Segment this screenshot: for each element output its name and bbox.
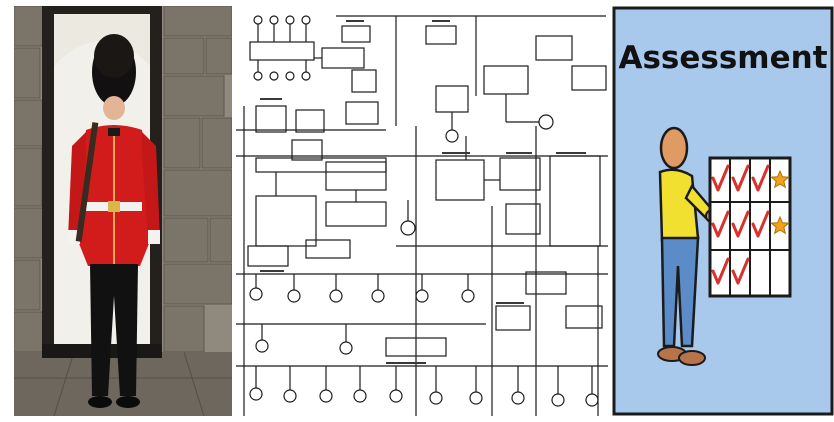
check-mark-icon: [751, 164, 770, 192]
assessment-clipart-panel: Assessment: [612, 6, 834, 416]
wiring-diagram-panel: [236, 6, 608, 416]
check-mark-icon: [711, 210, 730, 238]
star-icon: [770, 169, 790, 189]
check-mark-icon: [731, 164, 750, 192]
assessment-illustration: [612, 6, 834, 416]
wiring-diagram: [236, 6, 608, 416]
check-mark-icon: [751, 210, 770, 238]
star-icon: [770, 215, 790, 235]
check-mark-icon: [731, 257, 750, 285]
check-mark-icon: [731, 210, 750, 238]
guard-photo: [14, 6, 232, 416]
check-mark-icon: [711, 164, 730, 192]
guard-photo-panel: [14, 6, 232, 416]
assessment-title: Assessment: [618, 40, 828, 76]
check-mark-icon: [711, 257, 730, 285]
